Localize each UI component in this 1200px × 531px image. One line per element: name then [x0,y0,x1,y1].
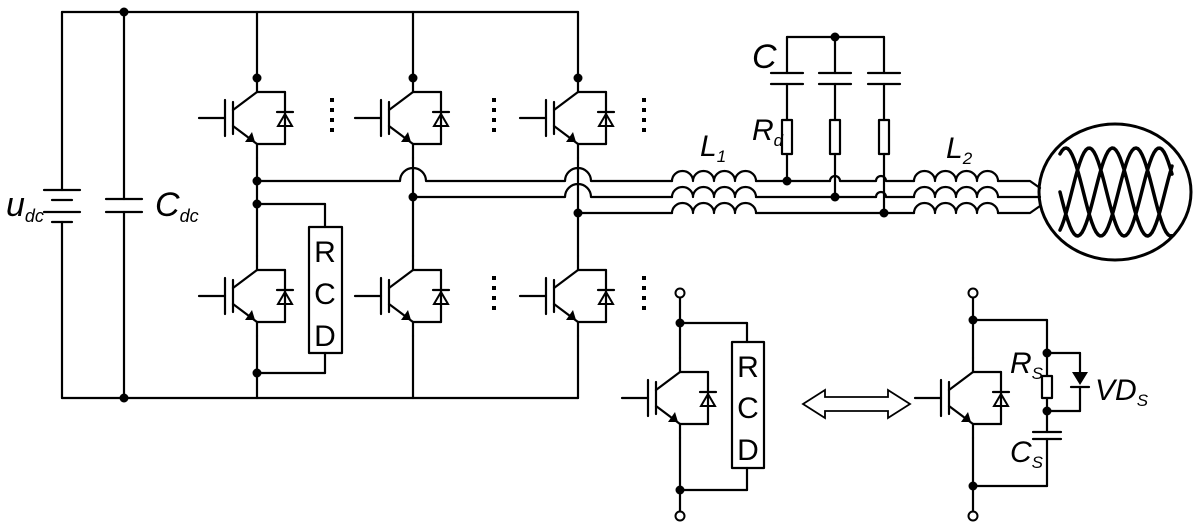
junction-dot [573,73,583,83]
dc-source-symbol [42,188,82,224]
junction-dot [573,208,583,218]
junction-dot [675,485,685,495]
junction-dot [968,481,978,491]
leg-2 [353,10,451,400]
svg-text:C: C [314,278,336,311]
junction-dot [830,32,840,42]
cs-label: CS [1010,436,1044,472]
l1-label: L1 [700,130,726,166]
rs-label: RS [1010,347,1044,383]
motor-symbol [1037,122,1193,262]
junction-dot [252,368,262,378]
junction-dot [252,199,262,209]
leg-1 [197,10,327,400]
junction-dot [675,318,685,328]
cdc-label: Cdc [155,186,199,226]
svg-text:C: C [737,392,759,425]
junction-dots [119,7,1052,495]
equivalence-arrow-icon [801,388,912,420]
l2-label: L2 [946,132,973,168]
rcd-module-left: R C D [620,291,766,518]
junction-dot [408,73,418,83]
dc-bus [60,10,580,400]
terminal-node [967,510,979,522]
rd-label: Rd [752,114,784,150]
junction-dot [408,192,418,202]
inductor-l2 [912,169,1000,215]
leg-3 [518,10,616,400]
junction-dot [782,176,792,186]
junction-dot [968,315,978,325]
terminal-circles [674,287,979,522]
svg-text:D: D [314,320,336,353]
phase-lines [255,166,1042,215]
dc-link-capacitor [104,10,144,400]
rcd-snubber-box: R C D [307,225,344,355]
terminal-node [967,287,979,299]
lc-filter-branch [769,35,902,215]
junction-dot [119,393,129,403]
junction-dot [119,7,129,17]
junction-dot [830,192,840,202]
ellipsis-dots [330,98,646,310]
filter-capacitor-label: C [752,38,777,76]
terminal-node [674,510,686,522]
udc-label: udc [6,186,44,226]
terminal-node [674,287,686,299]
svg-text:R: R [737,351,759,384]
svg-text:D: D [737,434,759,467]
junction-dot [252,73,262,83]
junction-dot [1042,348,1052,358]
vds-label: VDS [1095,374,1149,410]
junction-dot [879,208,889,218]
junction-dot [1042,406,1052,416]
junction-dot [252,176,262,186]
svg-text:R: R [314,236,336,269]
rcd-module-right [913,291,1091,518]
inductor-l1 [670,169,758,215]
